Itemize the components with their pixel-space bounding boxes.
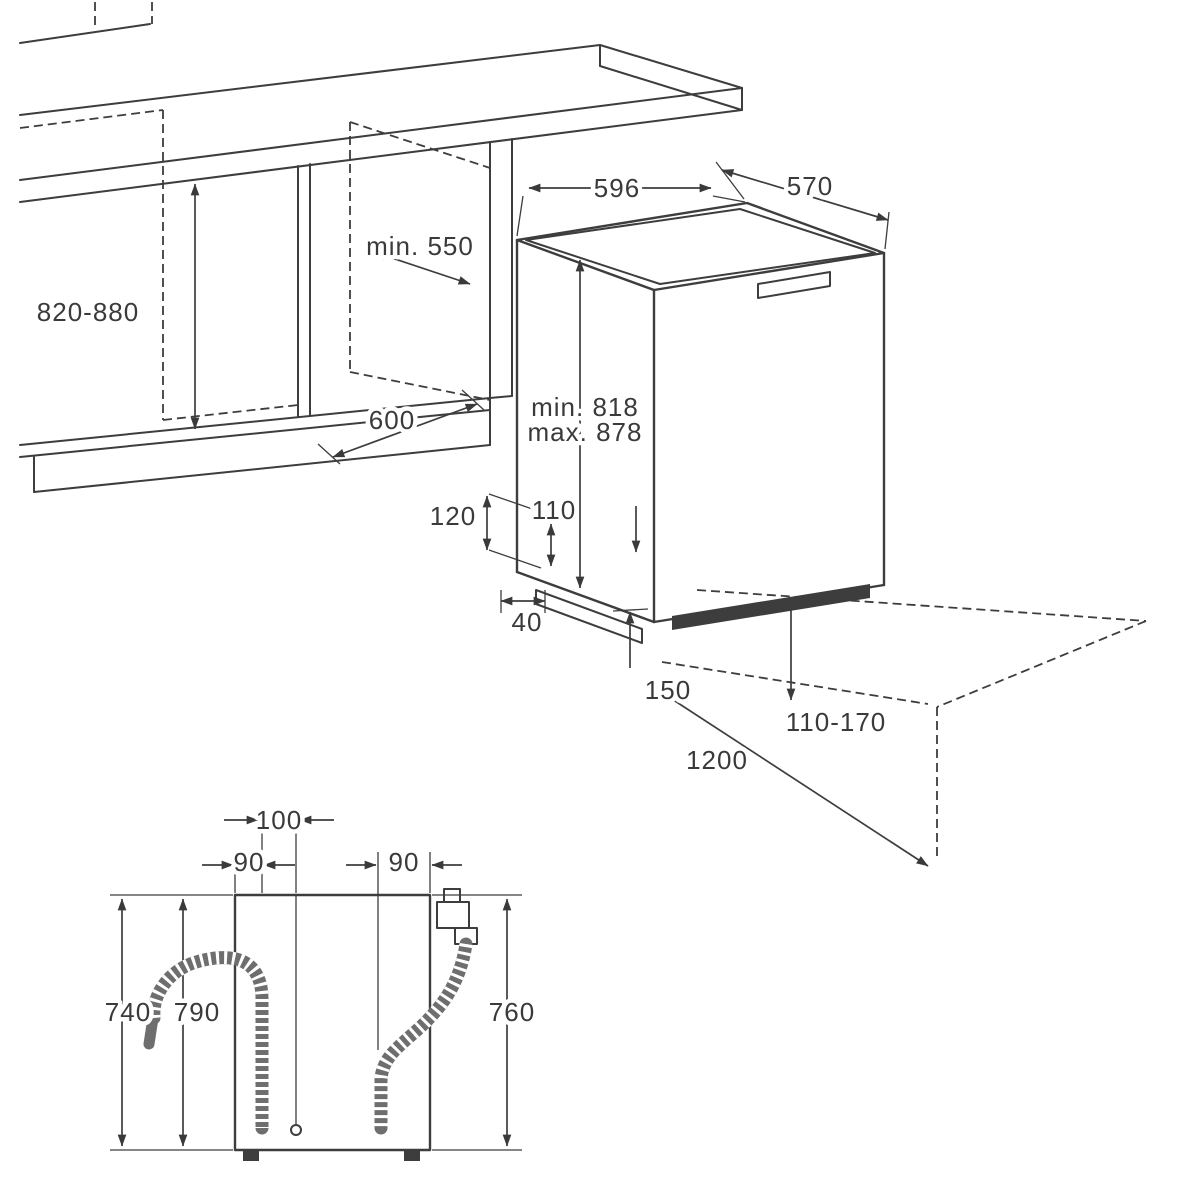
dim-label-niche-depth: min. 550 [366, 231, 474, 261]
dim-label-hose-reach: 1200 [686, 745, 748, 775]
dim-label-top-width: 596 [594, 173, 640, 203]
unit-top-face [515, 201, 886, 292]
dim-label-offset-90-right: 90 [389, 847, 420, 877]
dim-label-front-clearance: 120 [430, 501, 476, 531]
door-handle [757, 271, 831, 299]
plinth-front [672, 584, 870, 630]
machine-foot-right [404, 1150, 420, 1161]
rear-view [110, 808, 522, 1161]
dim-label-height-760: 760 [489, 997, 535, 1027]
drain-hose [143, 951, 269, 1135]
dim-label-side-gap: 40 [512, 607, 543, 637]
dim-label-niche-height: 820-880 [37, 297, 139, 327]
inlet-valve-body [436, 901, 470, 929]
dim-label-adjust-range: 110-170 [786, 707, 887, 737]
dimension-annotations [190, 161, 929, 867]
labels-top: 596 570 min. 550 820-880 600 min. 818 ma… [32, 167, 889, 780]
dim-label-top-depth: 570 [787, 171, 833, 201]
hidden-interior-edges [19, 109, 491, 421]
dim-label-unit-height-max: max. 878 [528, 417, 643, 447]
dim-label-plinth-gap: 110 [532, 495, 576, 525]
dim-label-offset-90-left: 90 [234, 847, 265, 877]
labels-rear: 100 90 90 740 790 760 [100, 801, 538, 1032]
dim-label-niche-width: 600 [369, 405, 415, 435]
unit-top-rim [525, 208, 876, 285]
machine-foot-left [243, 1150, 259, 1161]
cord-outlet [290, 1124, 302, 1136]
dim-label-offset-100: 100 [256, 805, 302, 835]
dim-label-height-790: 790 [174, 997, 220, 1027]
inlet-hose [374, 888, 478, 1135]
dim-label-unit-height-min: min. 818 [531, 392, 639, 422]
dim-label-base-height: 150 [645, 675, 691, 705]
dim-label-height-740: 740 [105, 997, 151, 1027]
floor-plane-dashed [661, 589, 1147, 860]
